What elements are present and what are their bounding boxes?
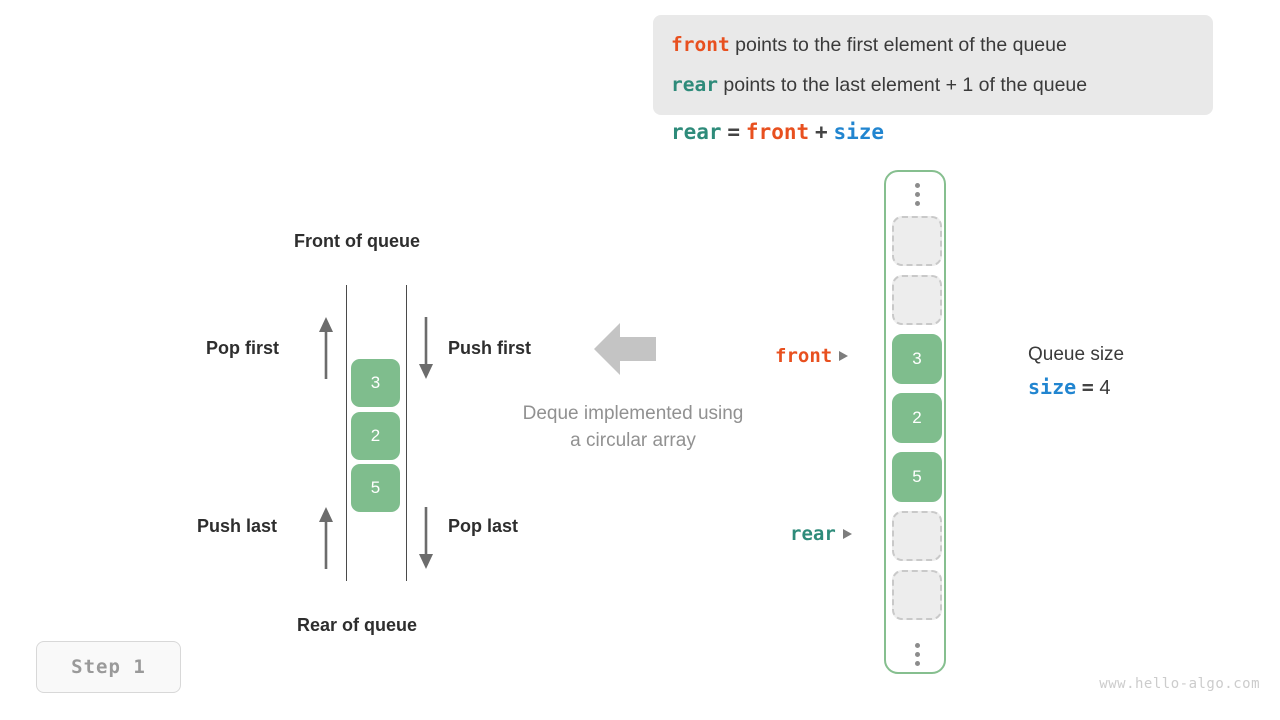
ellipsis-dots-bottom-icon bbox=[886, 632, 948, 676]
queue-size-block: Queue size size = 4 bbox=[1028, 344, 1124, 400]
deque-cell: 3 bbox=[351, 359, 400, 407]
info-line-rear-text: points to the last element + 1 of the qu… bbox=[723, 74, 1088, 96]
pop-first-label: Pop first bbox=[206, 338, 280, 358]
formula-size: size bbox=[833, 120, 885, 144]
left-pointing-arrow-icon bbox=[594, 323, 656, 375]
pointer-triangle-icon bbox=[842, 529, 852, 539]
queue-size-title: Queue size bbox=[1028, 344, 1125, 365]
pop-first-arrow-icon bbox=[318, 317, 334, 379]
push-last-label: Push last bbox=[197, 516, 278, 536]
pop-last-arrow-icon bbox=[418, 507, 434, 569]
formula-rear: rear bbox=[671, 120, 722, 144]
formula-rear-equals-front-plus-size: rear = front + size bbox=[671, 120, 884, 145]
caption-line-1: Deque implemented using bbox=[522, 403, 744, 424]
deque-rail-right bbox=[406, 285, 407, 581]
array-slot-filled: 2 bbox=[892, 393, 942, 443]
rear-of-queue-label: Rear of queue bbox=[297, 615, 418, 635]
formula-plus: + bbox=[814, 120, 828, 144]
array-slot-filled: 5 bbox=[892, 452, 942, 502]
circular-array-container: 3 2 5 bbox=[884, 170, 946, 674]
front-keyword: front bbox=[671, 33, 730, 56]
size-equals: = bbox=[1081, 375, 1094, 399]
formula-front: front bbox=[745, 120, 810, 144]
info-line-rear: rear points to the last element + 1 of t… bbox=[671, 65, 1195, 105]
info-line-front: front points to the first element of the… bbox=[671, 25, 1195, 65]
rear-pointer-label: rear bbox=[790, 523, 836, 545]
pop-last-label: Pop last bbox=[448, 516, 519, 536]
push-first-arrow-icon bbox=[418, 317, 434, 379]
push-first-label: Push first bbox=[448, 338, 532, 358]
deque-cell: 2 bbox=[351, 412, 400, 460]
info-box: front points to the first element of the… bbox=[653, 15, 1213, 115]
size-value: 4 bbox=[1099, 377, 1111, 399]
rear-keyword: rear bbox=[671, 73, 718, 96]
formula-equals: = bbox=[727, 120, 741, 144]
queue-size-expression: size = 4 bbox=[1028, 375, 1124, 400]
ellipsis-dots-top-icon bbox=[886, 172, 948, 216]
deque-rail-left bbox=[346, 285, 347, 581]
step-badge: Step 1 bbox=[36, 641, 181, 693]
info-line-front-text: points to the first element of the queue bbox=[735, 34, 1067, 56]
array-slot-empty bbox=[892, 275, 942, 325]
deque-cell: 5 bbox=[351, 464, 400, 512]
front-pointer-label: front bbox=[775, 345, 833, 367]
caption-line-2: a circular array bbox=[570, 430, 696, 451]
front-pointer: front bbox=[775, 345, 849, 367]
watermark: www.hello-algo.com bbox=[1099, 676, 1260, 692]
size-variable: size bbox=[1028, 375, 1077, 399]
array-slot-filled: 3 bbox=[892, 334, 942, 384]
array-slot-empty bbox=[892, 570, 942, 620]
array-slot-empty bbox=[892, 216, 942, 266]
push-last-arrow-icon bbox=[318, 507, 334, 569]
front-of-queue-label: Front of queue bbox=[294, 231, 420, 251]
rear-pointer: rear bbox=[790, 523, 852, 545]
diagram-caption: Deque implemented using a circular array bbox=[483, 400, 783, 454]
pointer-triangle-icon bbox=[839, 351, 849, 361]
array-slot-empty bbox=[892, 511, 942, 561]
